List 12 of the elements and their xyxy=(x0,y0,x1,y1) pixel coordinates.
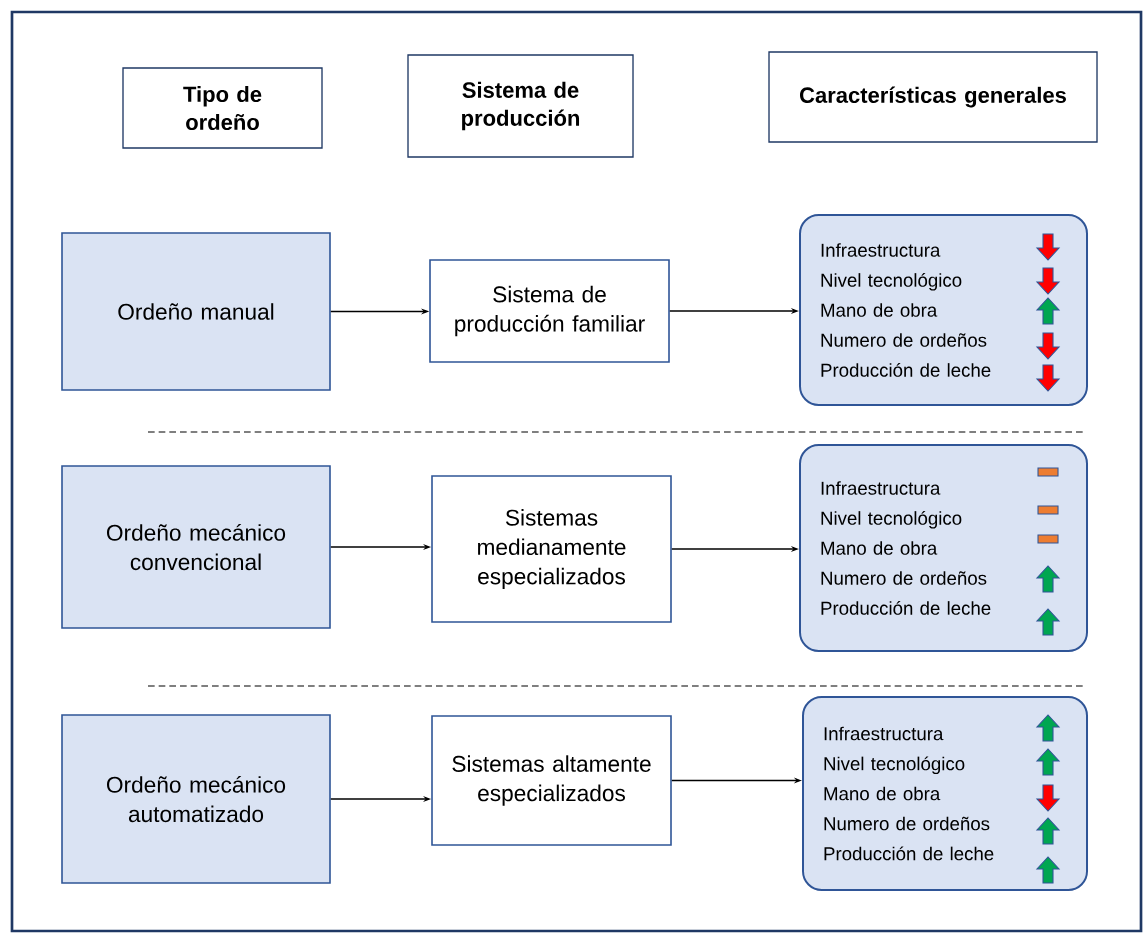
milking-type-box: Ordeño mecánico convencional xyxy=(61,465,331,629)
system-box: Sistemas medianamente especializados xyxy=(431,475,672,623)
system-box: Sistema de producción familiar xyxy=(429,259,670,363)
column-header: Sistema de producción xyxy=(407,54,634,158)
characteristics-box: Infraestructura Nivel tecnológico Mano de obra Numero de ordeños Producción de leche xyxy=(799,444,1088,652)
column-header: Características generales xyxy=(768,51,1098,143)
system-box: Sistemas altamente especializados xyxy=(431,715,672,846)
milking-type-box: Ordeño mecánico automatizado xyxy=(61,714,331,884)
milking-type-box: Ordeño manual xyxy=(61,232,331,391)
column-header: Tipo de ordeño xyxy=(122,67,323,149)
characteristics-box: Infraestructura Nivel tecnológico Mano de obra Numero de ordeños Producción de leche xyxy=(802,696,1088,891)
characteristics-box: Infraestructura Nivel tecnológico Mano de obra Numero de ordeños Producción de leche xyxy=(799,214,1088,406)
